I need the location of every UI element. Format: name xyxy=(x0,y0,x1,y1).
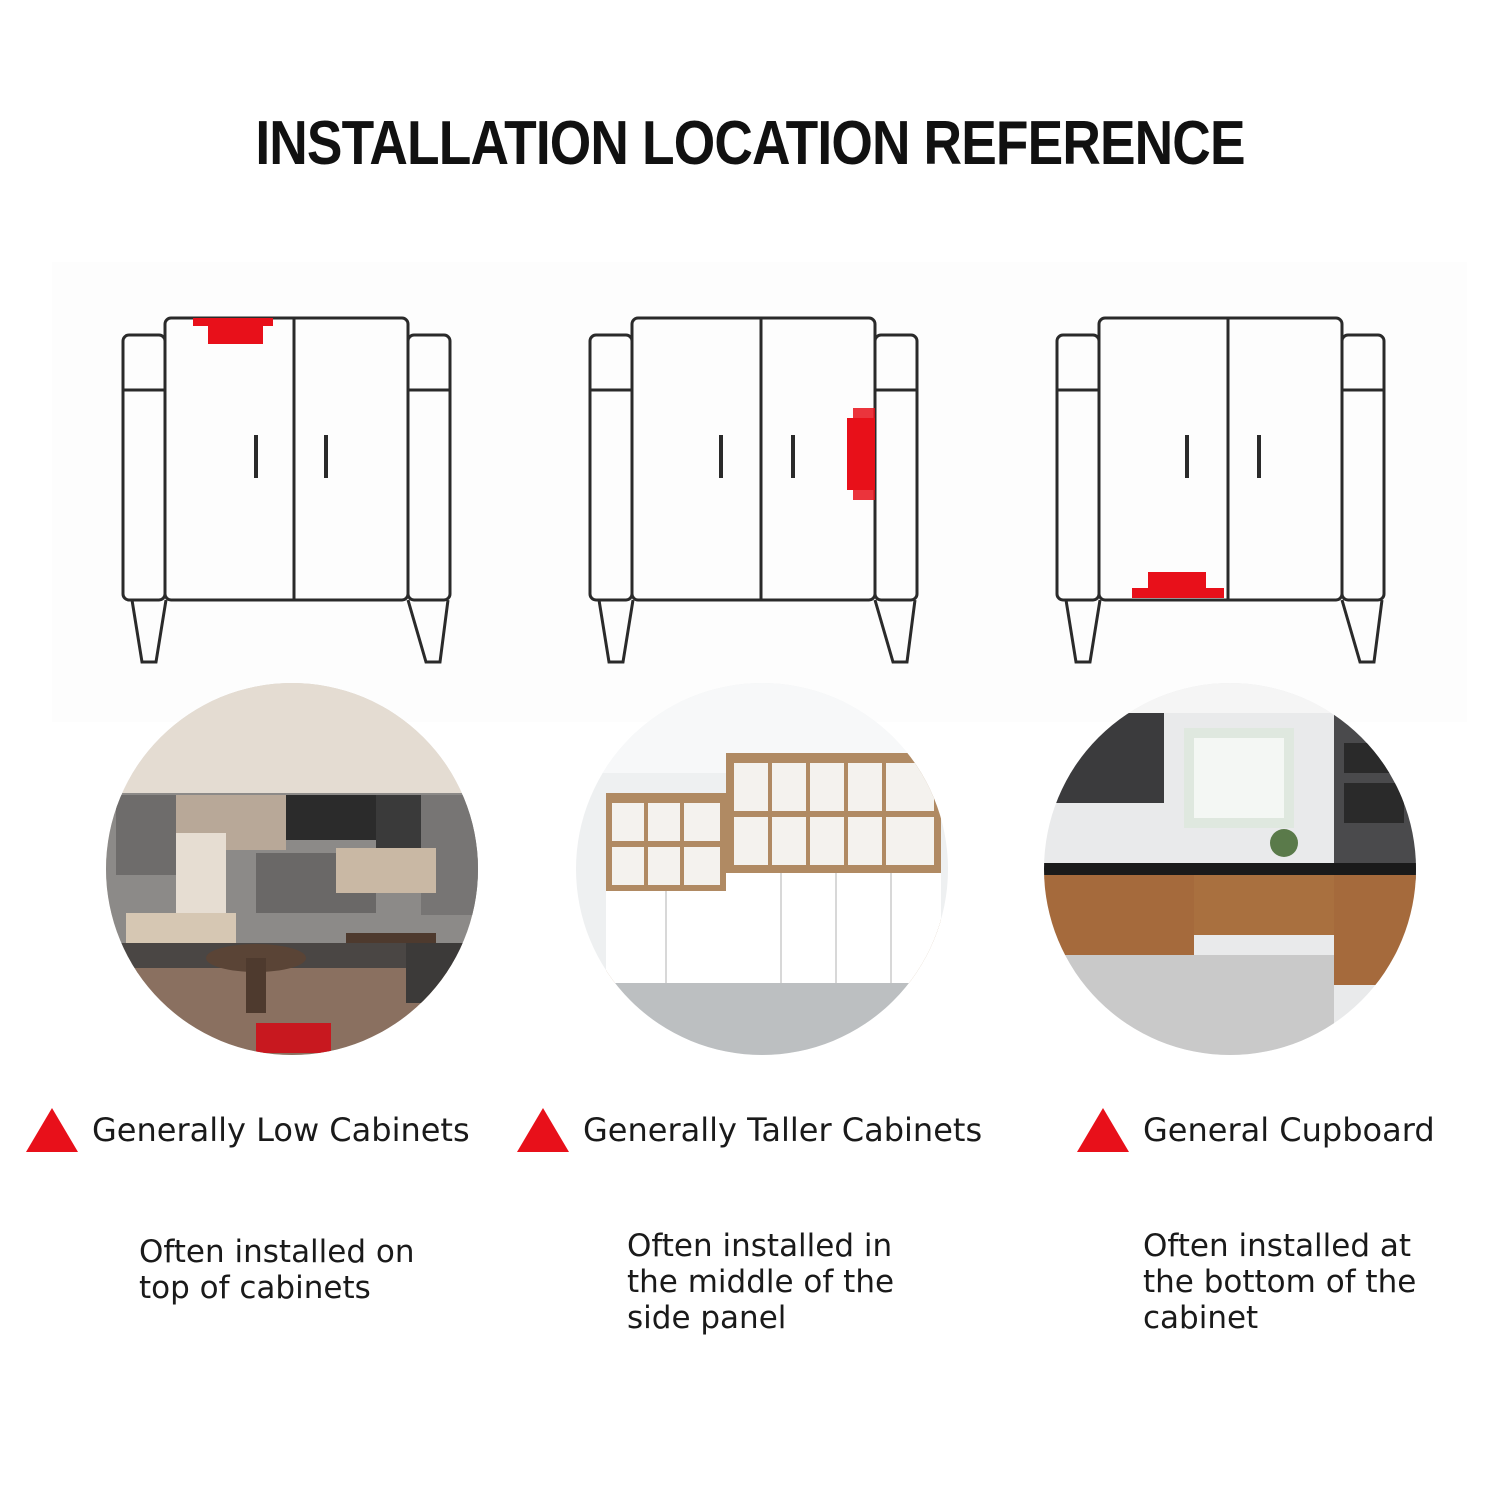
living-room-photo xyxy=(106,683,478,1055)
cabinet-diagram-side-marker xyxy=(588,316,919,664)
marker-side xyxy=(847,408,875,500)
caption-cupboard: General Cupboard xyxy=(1077,1108,1435,1152)
description-taller-cabinets: Often installed in the middle of the sid… xyxy=(627,1228,895,1336)
cabinet-diagram-bottom-marker xyxy=(1055,316,1386,664)
kitchen-photo xyxy=(1044,683,1416,1055)
caption-taller-cabinets: Generally Taller Cabinets xyxy=(517,1108,982,1152)
caption-low-cabinets: Generally Low Cabinets xyxy=(26,1108,470,1152)
red-triangle-icon xyxy=(26,1108,78,1152)
description-low-cabinets: Often installed on top of cabinets xyxy=(139,1234,415,1306)
bookshelf-photo xyxy=(576,683,948,1055)
caption-label: Generally Low Cabinets xyxy=(92,1111,470,1149)
cabinet-diagram-top-marker xyxy=(121,316,452,664)
caption-label: General Cupboard xyxy=(1143,1111,1435,1149)
red-triangle-icon xyxy=(517,1108,569,1152)
red-triangle-icon xyxy=(1077,1108,1129,1152)
description-cupboard: Often installed at the bottom of the cab… xyxy=(1143,1228,1417,1336)
caption-label: Generally Taller Cabinets xyxy=(583,1111,983,1149)
marker-bottom xyxy=(1132,572,1224,598)
page-title: INSTALLATION LOCATION REFERENCE xyxy=(255,109,1245,178)
marker-top xyxy=(193,318,273,344)
